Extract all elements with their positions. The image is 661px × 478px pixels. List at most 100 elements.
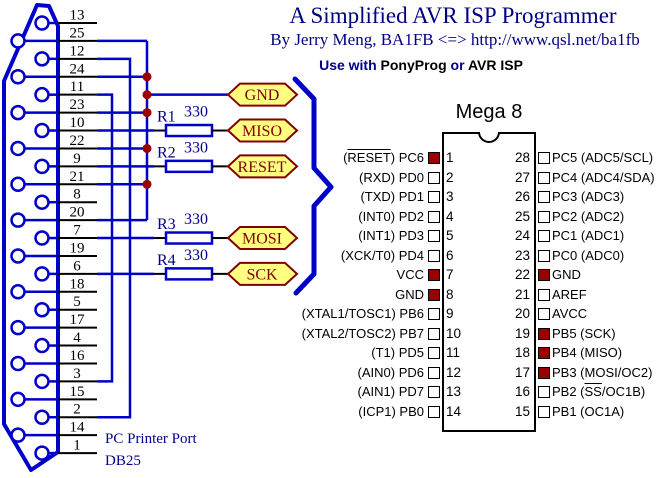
chip-pin-27-number: 27 [514,169,530,185]
chip-pin-5-pad [428,230,440,242]
chip-pin-16-number: 16 [514,384,530,399]
resistor-r2-value: 330 [184,139,208,156]
signal-label-sck: SCK [246,266,278,283]
db25-pin-17-contact [10,319,26,336]
chip-pin-6-number: 6 [446,247,454,263]
signal-label-mosi: MOSI [242,231,282,248]
chip-pin-2-pad [428,171,440,184]
caption-pc-printer-port: PC Printer Port [105,431,197,447]
chip-pin-25-number: 25 [514,208,530,224]
chip-pin-25-pad [538,210,550,223]
db25-pin-1-contact [34,445,50,461]
chip-pin-13-number: 13 [446,384,462,399]
chip-pin-28-number: 28 [514,150,530,165]
db25-pin-5-contact [34,301,50,318]
caption-db25: DB25 [105,453,141,469]
chip-pin-26-number: 26 [514,189,530,204]
chip-pin-24-number: 24 [514,228,530,243]
chip-pin-1-label: (RESET) PC6 [343,150,424,165]
chip-pin-9-pad [428,308,440,320]
chip-pin-2-number: 2 [446,169,454,185]
db25-pin-23-number: 23 [70,97,85,113]
chip-pin-11-pad [428,347,440,359]
db25-pin-19-number: 19 [70,240,85,256]
chip-pin-6-pad [428,249,440,262]
chip-pin-18-number: 18 [514,345,530,360]
chip-pin-1-pad [428,152,440,164]
chip-title: Mega 8 [455,101,523,123]
db25-pin-12-contact [34,51,50,67]
junction-dot [142,90,152,100]
db25-pin-2-contact [34,409,50,425]
db25-pin-5-number: 5 [73,294,81,310]
grouping-brace [292,76,334,296]
chip-pin-25-label: PC2 (ADC2) [552,208,625,224]
chip-pin-28-label: PC5 (ADC5/SCL) [552,150,654,165]
chip-pin-10-number: 10 [446,325,462,341]
db25-pin-7-contact [34,230,50,246]
chip-pin-1-number: 1 [446,150,454,165]
chip-pin-5-label: (INT1) PD3 [358,228,424,243]
chip-pin-27-label: PC4 (ADC4/SDA) [552,169,655,185]
db25-pin-8-number: 8 [73,187,81,203]
resistor-r1-name: R1 [157,109,176,126]
chip-pin-7-pad [428,269,440,281]
db25-pin-4-number: 4 [73,330,81,346]
chip-pin-6-label: (XCK/T0) PD4 [340,247,424,263]
chip-pin-20-pad [538,308,550,320]
chip-pin-23-pad [538,249,550,262]
chip-pin-3-label: (TXD) PD1 [360,189,424,204]
chip-pin-13-label: (AIN1) PD7 [357,384,424,399]
db25-pin-22-number: 22 [70,133,85,149]
chip-pin-15-pad [538,405,550,418]
db25-pin-7-number: 7 [73,223,81,239]
junction-dot [142,72,152,82]
chip-pin-17-label: PB3 (MOSI/OC2) [552,364,653,380]
db25-pin-3-contact [34,373,50,390]
chip-pin-22-label: GND [552,267,581,282]
chip-pin-7-label: VCC [396,267,424,282]
db25-pin-14-number: 14 [70,420,86,436]
chip-pin-8-label: GND [395,286,424,302]
signal-label-gnd: GND [245,87,280,104]
chip-pin-14-number: 14 [446,403,462,419]
chip-pin-19-pad [538,327,550,340]
signal-flag-sck [226,261,299,286]
chip-pin-22-pad [538,269,550,281]
db25-pin-23-contact [10,104,26,121]
db25-pin-24-contact [10,69,26,85]
chip-pin-24-pad [538,230,550,242]
resistor-r4-name: R4 [157,252,176,269]
chip-pin-12-number: 12 [446,364,462,380]
signal-label-miso: MISO [242,123,282,140]
chip-pin-4-number: 4 [446,208,454,224]
byline: By Jerry Meng, BA1FB <=> http://www.qsl.… [270,30,640,49]
resistor-r3 [164,231,214,245]
resistor-r4-value: 330 [184,247,208,264]
db25-pin-9-contact [34,158,50,175]
signal-flag-gnd [226,82,299,107]
chip-pin-17-pad [538,366,550,379]
db25-pin-21-contact [10,176,26,193]
chip-body-outline [442,132,536,432]
resistor-r4 [164,267,214,281]
db25-pin-15-number: 15 [70,384,85,400]
chip-pin-16-label: PB2 (SS/OC1B) [552,384,646,399]
db25-pin-25-contact [10,33,26,49]
junction-dot [142,179,152,189]
chip-pin-28-pad [538,152,550,164]
resistor-r1-value: 330 [184,104,208,121]
db25-pin-11-number: 11 [70,79,84,95]
db25-pin-3-number: 3 [73,366,81,382]
junction-dot [142,143,152,153]
chip-pin-21-pad [538,288,550,301]
chip-pin-18-label: PB4 (MISO) [552,345,623,360]
chip-pin-24-label: PC1 (ADC1) [552,228,625,243]
usage-note-part: PonyProg [380,57,447,73]
db25-pin-16-contact [10,355,26,372]
db25-pin-22-contact [10,140,26,157]
db25-pin-9-number: 9 [73,151,81,167]
db25-pin-13-number: 13 [70,8,85,24]
